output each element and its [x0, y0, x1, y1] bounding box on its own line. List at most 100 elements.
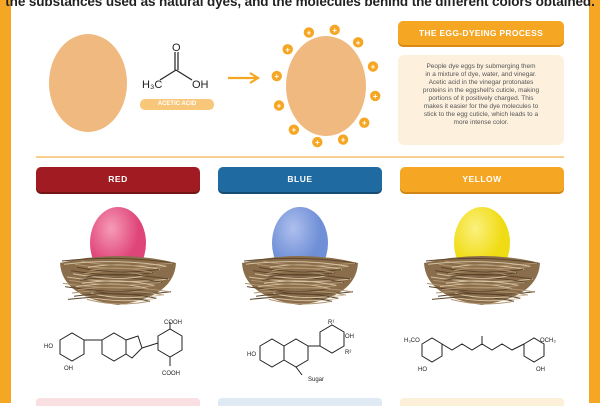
nest-twig [71, 289, 165, 296]
nest-twig [75, 283, 149, 290]
red-label-ho: HO [44, 344, 53, 350]
acetic-acid-structure: O H₃C OH [142, 42, 209, 91]
charge-symbol: + [285, 45, 290, 54]
nest-twig [81, 280, 155, 286]
nest-twig [257, 283, 331, 290]
nest-twig [445, 280, 519, 286]
acetic-formula-right: OH [192, 79, 209, 91]
acetic-formula-left: H₃C [142, 79, 162, 91]
process-description: People dye eggs by submerging them in a … [398, 55, 564, 145]
nest-twig [243, 257, 357, 264]
acetic-atom-o: O [172, 42, 181, 54]
nest-twig [425, 257, 539, 264]
nest-twig [436, 273, 510, 279]
nest-twig [76, 266, 160, 273]
nest-twig [256, 263, 350, 270]
nest-twig [64, 286, 148, 292]
acetic-acid-label: ACETIC ACID [140, 99, 214, 110]
positive-charge-icon [273, 100, 285, 111]
nest-twig [63, 261, 167, 267]
yellow-label-oh: OH [536, 367, 545, 373]
nest-twig [246, 286, 330, 292]
nest-twig [248, 276, 352, 283]
nest-twig [435, 289, 529, 296]
nest-twig [269, 264, 343, 270]
red-label-cooh-top: COOH [164, 320, 182, 326]
red-label-cooh-bottom: COOH [162, 371, 180, 377]
nest-twig [245, 261, 349, 267]
nest-twig [85, 273, 169, 280]
blue-dye-structure: R¹ R² OH HO Sugar [247, 320, 354, 383]
yellow-label-och3: OCH₃ [540, 338, 556, 344]
nest-twig [428, 286, 512, 292]
blue-footer-tab [218, 398, 382, 406]
positive-charge-icon [337, 134, 349, 145]
nest-twig [263, 280, 337, 286]
nest-twig [434, 270, 518, 276]
process-line: more intense color. [453, 119, 509, 126]
charge-symbol: + [332, 26, 337, 35]
red-label-oh: OH [64, 366, 73, 372]
charged-egg: ++++++++++++ [271, 24, 381, 148]
yellow-dye-structure: H₃CO OCH₃ HO OH [404, 336, 556, 373]
yellow-egg-nest [424, 207, 540, 305]
red-dye-structure: COOH COOH HO OH [44, 320, 183, 377]
process-line: People dye eggs by submerging them [426, 63, 536, 70]
yellow-header: YELLOW [400, 167, 564, 192]
nest-twig [427, 261, 531, 267]
nest-twig [255, 293, 339, 299]
blue-header: BLUE [218, 167, 382, 192]
process-title: THE EGG-DYEING PROCESS [398, 21, 564, 45]
red-header: RED [36, 167, 200, 192]
nest-twig [86, 298, 150, 305]
positive-charge-icon [282, 44, 293, 55]
nest-twig [437, 293, 521, 299]
red-egg-nest [60, 207, 176, 305]
nest-twig [426, 282, 520, 289]
process-line: stick to the egg cuticle, which leads to… [423, 111, 539, 118]
nest-twig [268, 298, 332, 305]
nest-twig [61, 257, 175, 264]
charge-symbol: + [373, 92, 378, 101]
positive-charge-icon [359, 117, 370, 128]
nest-twig [271, 267, 335, 274]
nest-twig [79, 277, 163, 283]
nest-twig [74, 263, 168, 270]
positive-charge-icon [370, 90, 381, 102]
nest-twig [267, 273, 351, 280]
nest-twig [265, 270, 329, 277]
charge-symbol: + [341, 136, 346, 145]
nest-twig [254, 273, 328, 279]
nest-twig [62, 282, 156, 289]
blue-label-ho: HO [247, 352, 256, 358]
charge-symbol: + [371, 63, 376, 72]
nest-twig [438, 263, 532, 270]
process-line: portions of it positively charged. This [428, 95, 534, 102]
positive-charge-icon [312, 136, 323, 148]
yellow-label-h3co: H₃CO [404, 338, 420, 344]
nest-twig [87, 264, 161, 270]
nest-twig [449, 273, 533, 280]
nest-twig [259, 286, 353, 293]
charge-symbol: + [315, 138, 320, 147]
nest-twig [244, 282, 338, 289]
process-line: Acetic acid in the vinegar protonates [428, 79, 534, 86]
nest-twig [453, 267, 517, 274]
positive-charge-icon [288, 124, 300, 135]
blue-label-r1: R¹ [328, 320, 334, 326]
nest-twig [432, 279, 526, 286]
nest-twig [73, 293, 157, 299]
nest-twig [250, 279, 344, 286]
red-footer-tab [36, 398, 200, 406]
nest-twig [430, 276, 534, 283]
nest-twig [258, 266, 342, 273]
nest-twig [261, 277, 345, 283]
positive-charge-icon [271, 70, 282, 82]
charge-symbol: + [274, 72, 279, 81]
nest-twig [440, 266, 524, 273]
charge-symbol: + [277, 101, 282, 110]
nest-twig [252, 270, 336, 276]
positive-charge-icon [367, 61, 379, 72]
nest-twig [72, 273, 146, 279]
